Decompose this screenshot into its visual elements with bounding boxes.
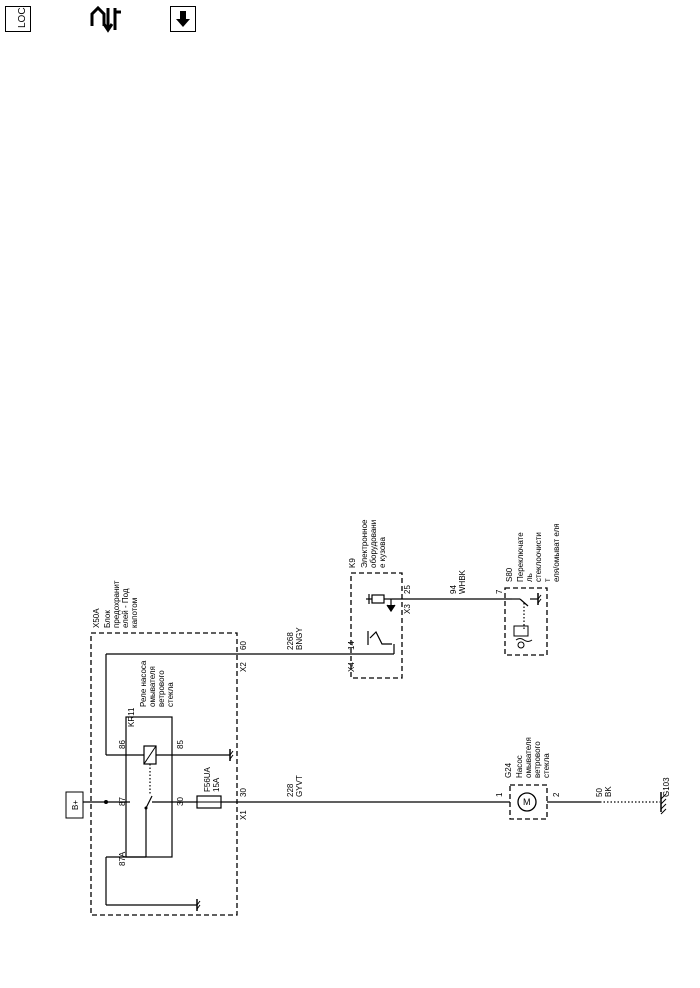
connector-pinout-button[interactable] (88, 4, 124, 34)
fusebox-frame (90, 632, 238, 916)
down-arrow-icon (176, 11, 190, 27)
relay-pin-87: 87 (118, 797, 127, 806)
connector-pinout-icon (90, 5, 121, 33)
motor-icon (517, 792, 537, 812)
washer-symbol-icon (513, 625, 533, 649)
k9-output-resistor (371, 594, 385, 604)
fusebox-name-3: елей - Под (121, 588, 130, 628)
ground-g103-label: G103 (662, 777, 671, 797)
g24-frame (509, 784, 548, 820)
battery-label: B+ (71, 800, 80, 810)
s80-name-2: ль (525, 573, 534, 582)
s80-name-1: Переключате (516, 532, 525, 582)
connector-x3: X3 (403, 604, 412, 614)
k9-pin-14: 14 (347, 641, 356, 650)
x1-pin-30: 30 (239, 788, 248, 797)
relay-name-group: Реле насоса омывателя ветрового стекла (139, 660, 175, 707)
k9-name-1: Электронное (360, 519, 369, 568)
wire-228-color: GYVT (295, 775, 304, 797)
wire-94-circuit: 94 (449, 585, 458, 594)
k9-name-3: е кузова (378, 537, 387, 568)
s80-frame (504, 587, 548, 656)
s80-name-4: т (543, 578, 552, 582)
k9-output-arrow (386, 599, 396, 613)
s80-name-5: еля/омыват еля (552, 523, 561, 582)
relay-85-ground (229, 749, 234, 761)
g24-name-2: омывателя (524, 737, 533, 778)
g24-pin-2: 2 (552, 792, 561, 797)
s80-name-3: стеклоочисти (534, 532, 543, 582)
k9-input-symbol (369, 630, 392, 645)
connector-x1: X1 (239, 810, 248, 820)
g103-ground-icon (660, 792, 667, 815)
g24-name-3: ветрового (533, 741, 542, 778)
loc-label-text: LOC (17, 7, 28, 28)
x2-pin-60: 60 (239, 641, 248, 650)
k9-name-group: Электронное оборудовани е кузова (360, 519, 387, 568)
s80-ground (537, 593, 542, 605)
relay-name-3: ветрового (157, 670, 166, 707)
location-icon: LOC (17, 7, 28, 28)
k9-pin-25: 25 (403, 585, 412, 594)
fusebox-name-2: предохранит (112, 580, 121, 628)
relay-name-1: Реле насоса (139, 660, 148, 707)
download-button[interactable] (170, 6, 196, 32)
relay-id: KR11 (127, 707, 136, 727)
g24-id: G24 (504, 762, 513, 778)
g24-pin-1: 1 (495, 792, 504, 797)
fusebox-name-1: Блок (103, 610, 112, 628)
relay-frame (125, 716, 173, 858)
fusebox-id: X50A (92, 608, 101, 628)
s80-name-group: Переключате ль стеклоочисти т еля/омыват… (516, 523, 561, 582)
g24-name-group: Насос омывателя ветрового стекла (515, 737, 551, 778)
g24-name-1: Насос (515, 755, 524, 778)
connector-x4: X4 (347, 662, 356, 672)
wire-94-color: WHBK (458, 569, 467, 594)
relay-pin-30: 30 (176, 797, 185, 806)
wire-50-circuit: 50 (595, 788, 604, 797)
fusebox-name-4: капотом (130, 598, 139, 628)
connector-x2: X2 (239, 662, 248, 672)
relay-name-4: стекла (166, 682, 175, 707)
g24-name-4: стекла (542, 753, 551, 778)
wire-228-circuit: 228 (286, 783, 295, 797)
s80-id: S80 (505, 567, 514, 582)
relay-pin-85: 85 (176, 740, 185, 749)
fuse-id: F56UA (203, 766, 212, 792)
relay-pin-86: 86 (118, 740, 127, 749)
fuse-rating: 15A (212, 777, 221, 792)
location-button[interactable]: LOC (5, 6, 31, 32)
wire-50-color: BK (604, 786, 613, 797)
wire-2268-circuit: 2268 (286, 632, 295, 650)
motor-symbol: M (523, 797, 531, 807)
relay-name-2: омывателя (148, 666, 157, 707)
wire-2268-color: BNGY (295, 627, 304, 650)
relay-87a-ground (196, 899, 201, 911)
battery-box (65, 791, 84, 819)
fusebox-name-group: Блок предохранит елей - Под капотом (103, 580, 139, 628)
s80-contact (519, 598, 529, 607)
k9-frame (350, 572, 403, 679)
k9-id: K9 (348, 558, 357, 568)
k9-name-2: оборудовани (369, 520, 378, 568)
junction-dot (104, 800, 108, 804)
relay-pin-87a: 87A (118, 851, 127, 866)
s80-pin-7: 7 (495, 589, 504, 594)
